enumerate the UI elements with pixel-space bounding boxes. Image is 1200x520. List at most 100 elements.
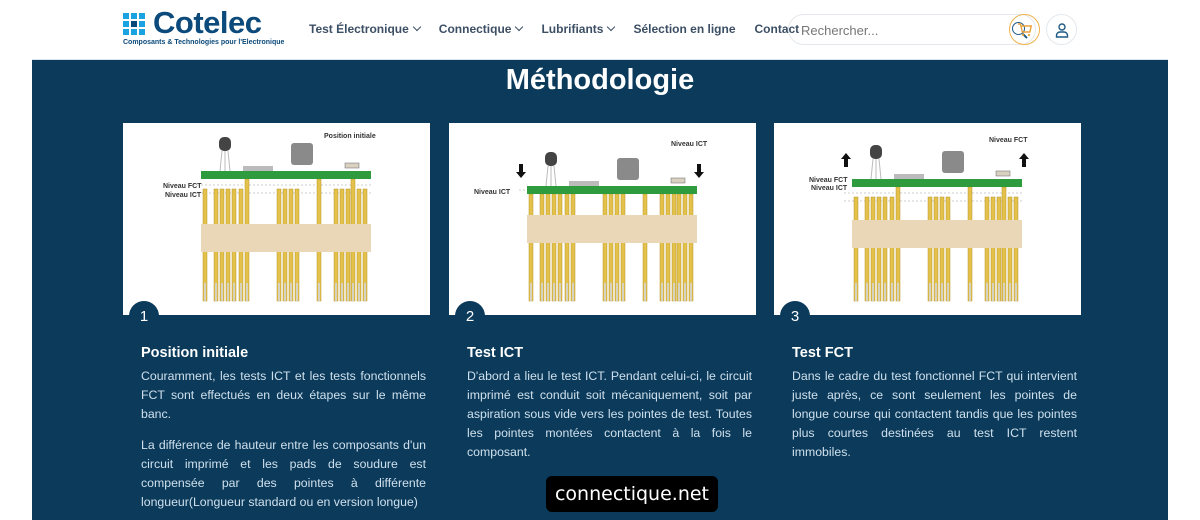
nav-selection-en-ligne[interactable]: Sélection en ligne: [633, 22, 736, 36]
probe-tip: [998, 283, 1000, 301]
pcb-board: [852, 179, 1022, 187]
probe-tip: [872, 283, 874, 301]
chevron-down-icon: [515, 22, 524, 32]
step-title: Position initiale: [141, 345, 249, 361]
pcb-board: [527, 186, 697, 194]
transistor-leads: [870, 158, 882, 180]
step-image-2: Niveau ICT Niveau ICT 2: [449, 123, 756, 331]
probe-tip: [610, 283, 612, 301]
probe-tip: [616, 283, 618, 301]
fct-level-label: Niveau FCT: [809, 177, 848, 184]
nav-label: Test Électronique: [309, 22, 409, 36]
probe-tip: [296, 283, 298, 301]
ic-chip: [243, 166, 273, 171]
probe-tip: [215, 283, 217, 301]
step-number: 3: [780, 301, 810, 331]
probe-tip: [1003, 283, 1005, 301]
probe-tip: [891, 283, 893, 301]
nav-connectique[interactable]: Connectique: [439, 22, 524, 36]
probe-tip: [541, 283, 543, 301]
capacitor: [617, 158, 639, 180]
probe-tip: [572, 283, 574, 301]
probe-tip: [884, 283, 886, 301]
nav-test-electronique[interactable]: Test Électronique: [309, 22, 422, 36]
step-number: 1: [129, 301, 159, 331]
probe-tip: [221, 283, 223, 301]
watermark: connectique.net: [546, 476, 718, 512]
resistor: [670, 177, 686, 184]
probe-tip: [335, 283, 337, 301]
probe-plate: [201, 224, 371, 252]
cart-button[interactable]: [1009, 14, 1040, 45]
probe-tip: [866, 283, 868, 301]
transistor-leads: [545, 165, 557, 187]
ict-level-label: Niveau ICT: [811, 185, 848, 192]
probe-tip: [622, 283, 624, 301]
probe-tip: [1015, 283, 1017, 301]
step-text: D'abord a lieu le test ICT. Pendant celu…: [467, 369, 752, 459]
resistor: [344, 162, 360, 169]
step-number: 2: [455, 301, 485, 331]
probe-tip: [1009, 283, 1011, 301]
nav-lubrifiants[interactable]: Lubrifiants: [541, 22, 616, 36]
search-input[interactable]: Rechercher...: [788, 14, 1036, 45]
probe-tip: [684, 283, 686, 301]
probe-tip: [935, 283, 937, 301]
probe-tip: [530, 283, 532, 301]
probe-tip: [929, 283, 931, 301]
probe-tip: [227, 283, 229, 301]
arrow-down-icon: [694, 164, 704, 178]
user-icon: [1055, 22, 1068, 38]
probe-tip: [992, 283, 994, 301]
step-image-1: Position initiale Niveau FCT Niveau ICT …: [123, 123, 430, 331]
probe-tip: [673, 283, 675, 301]
probe-tip: [364, 283, 366, 301]
probe-tip: [347, 283, 349, 301]
probe-tip: [278, 283, 280, 301]
section-title: Méthodologie: [505, 64, 695, 96]
capacitor: [942, 151, 964, 173]
probe-tip: [547, 283, 549, 301]
arrow-up-icon: [841, 153, 851, 167]
cart-icon: [1017, 22, 1032, 36]
account-button[interactable]: [1046, 14, 1077, 45]
ict-level-label: Niveau ICT: [474, 189, 511, 196]
probe-plate: [527, 215, 697, 243]
probe-tip: [969, 283, 971, 301]
probe-tip: [644, 283, 646, 301]
site-header: Cotelec Composants & Technologies pour l…: [32, 0, 1168, 60]
probe-tip: [947, 283, 949, 301]
ic-chip: [569, 181, 599, 186]
step-text: Couramment, les tests ICT et les tests f…: [141, 369, 426, 421]
logo-mark-icon: [123, 13, 147, 35]
image-caption: Niveau FCT: [989, 137, 1028, 144]
probe-tip: [246, 283, 248, 301]
probe-tip: [941, 283, 943, 301]
step-image-3: Niveau FCT Niveau FCT Niveau ICT 3: [774, 123, 1081, 331]
chevron-down-icon: [412, 22, 422, 32]
probe-tip: [358, 283, 360, 301]
step-text: Dans le cadre du test fonctionnel FCT qu…: [792, 369, 1077, 459]
probe-tip: [233, 283, 235, 301]
probe-diagram: [516, 152, 704, 302]
capacitor: [291, 143, 313, 165]
probe-tip: [204, 283, 206, 301]
methodology-section: Méthodologie Position initiale Niveau FC…: [32, 60, 1168, 520]
resistor: [995, 170, 1011, 177]
transistor: [219, 137, 231, 151]
transistor-leads: [219, 150, 231, 172]
probe-tip: [897, 283, 899, 301]
probe-tip: [678, 283, 680, 301]
probe-diagram: [841, 145, 1029, 302]
logo-name: Cotelec: [153, 5, 262, 40]
arrow-up-icon: [1019, 153, 1029, 167]
probe-tip: [878, 283, 880, 301]
probe-tip: [661, 283, 663, 301]
probe-tip: [855, 283, 857, 301]
fct-level-label: Niveau FCT: [163, 183, 202, 190]
transistor: [870, 145, 882, 159]
probe-tip: [690, 283, 692, 301]
step-card-1: Position initiale Niveau FCT Niveau ICT …: [123, 123, 430, 512]
nav-label: Lubrifiants: [541, 22, 604, 36]
pcb-board: [201, 171, 371, 179]
